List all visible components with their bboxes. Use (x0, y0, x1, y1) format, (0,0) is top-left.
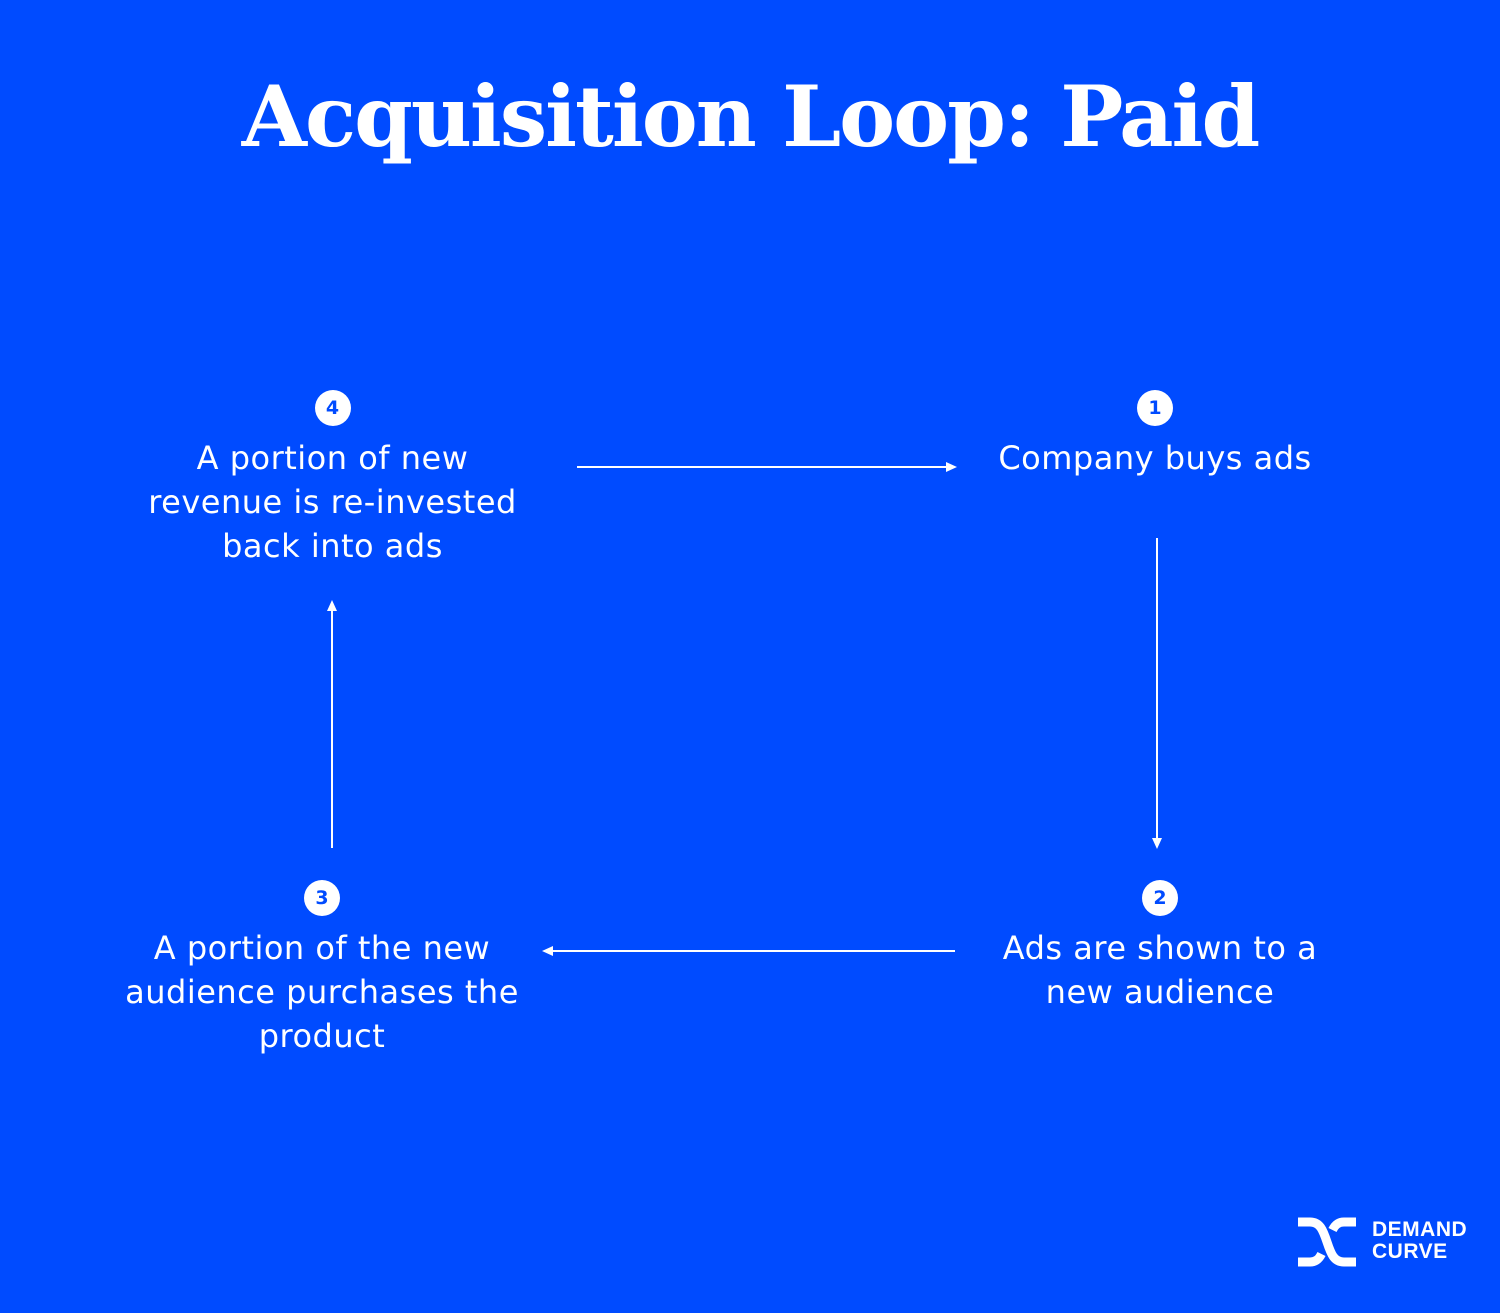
step-3-text: A portion of the new audience purchases … (125, 929, 519, 1055)
step-4: 4 A portion of new revenue is re-investe… (130, 390, 535, 568)
step-4-text: A portion of new revenue is re-invested … (148, 439, 517, 565)
brand-line-2: CURVE (1372, 1240, 1448, 1263)
arrow-step2-to-step3 (542, 946, 955, 956)
step-3: 3 A portion of the new audience purchase… (122, 880, 522, 1058)
demand-curve-logo: DEMAND CURVE (1296, 1216, 1476, 1268)
arrow-step4-to-step1 (577, 462, 957, 472)
step-2-number-badge: 2 (1142, 880, 1178, 916)
step-4-number-badge: 4 (314, 390, 351, 426)
demand-curve-logo-icon (1298, 1217, 1356, 1267)
step-1-number-badge: 1 (1137, 390, 1173, 426)
step-2: 2 Ads are shown to a new audience (970, 880, 1350, 1014)
brand-name: DEMAND CURVE (1372, 1219, 1467, 1263)
step-2-text: Ads are shown to a new audience (1002, 929, 1318, 1011)
page-title: Acquisition Loop: Paid (241, 67, 1260, 166)
step-1: 1 Company buys ads (990, 390, 1320, 480)
brand-line-1: DEMAND (1372, 1218, 1468, 1241)
step-1-text: Company buys ads (998, 439, 1312, 477)
step-3-number-badge: 3 (304, 880, 340, 916)
arrow-step3-to-step4 (327, 600, 337, 848)
arrow-step1-to-step2 (1152, 538, 1162, 849)
